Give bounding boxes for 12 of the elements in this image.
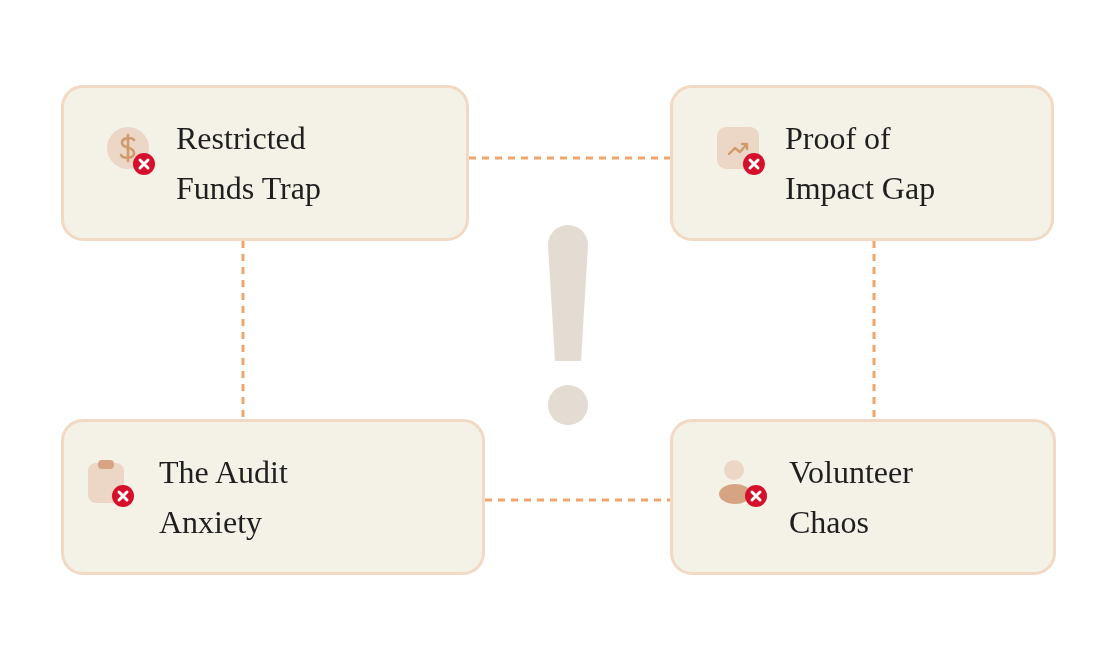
card-title: Proof of Impact Gap [785, 119, 937, 208]
card-title: Restricted Funds Trap [176, 119, 322, 208]
problem-card [61, 419, 485, 575]
problem-card [670, 85, 1054, 241]
card-title: The Audit Anxiety [159, 453, 289, 542]
dashed-connector [241, 241, 245, 419]
problem-card [670, 419, 1056, 575]
dashed-connector [872, 241, 876, 419]
dashed-connector [485, 498, 670, 502]
card-title: Volunteer Chaos [789, 453, 914, 542]
dashed-connector [469, 156, 670, 160]
problem-card [61, 85, 469, 241]
